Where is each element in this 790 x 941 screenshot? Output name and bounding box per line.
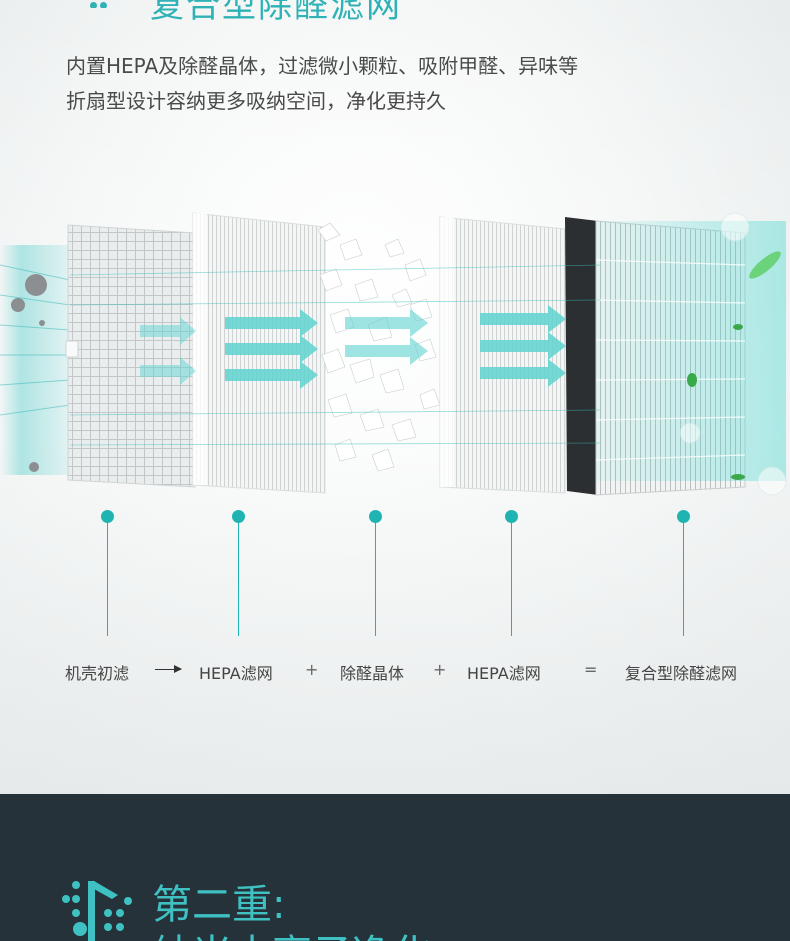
connector-crystal: [369, 510, 382, 636]
airflow-arrows: [140, 305, 566, 389]
connector-hepa-1: [232, 510, 245, 636]
plus-operator-2: +: [433, 660, 447, 679]
section-2-subtitle: 纳米水离子净化: [152, 922, 432, 941]
label-composite-filter: 复合型除醛滤网: [625, 664, 738, 683]
label-hepa-2: HEPA滤网: [467, 664, 541, 683]
headline-dots-icon: [90, 0, 116, 8]
label-housing-prefilter: 机壳初滤: [65, 664, 130, 683]
flow-lines: [69, 264, 601, 446]
equals-operator: =: [584, 660, 598, 679]
water-ion-icon: [62, 881, 132, 941]
description-line-1: 内置HEPA及除醛晶体，过滤微小颗粒、吸附甲醛、异味等: [66, 54, 579, 78]
connector-hepa-2: [505, 510, 518, 636]
airflow-left: [0, 245, 71, 475]
connector-composite: [677, 510, 690, 636]
filter-hepa-2: [439, 216, 566, 494]
label-crystal: 除醛晶体: [340, 664, 405, 683]
filter-housing: [65, 224, 196, 488]
right-arrow-icon: [155, 665, 182, 673]
section-2-band: 第二重: 纳米水离子净化: [0, 794, 790, 941]
connector-housing: [101, 510, 114, 636]
plus-operator-1: +: [305, 660, 319, 679]
filter-composite: [565, 212, 787, 496]
label-hepa-1: HEPA滤网: [199, 664, 273, 683]
filter-showcase: 复合型除醛滤网 内置HEPA及除醛晶体，过滤微小颗粒、吸附甲醛、异味等 折扇型设…: [0, 0, 790, 794]
description-line-2: 折扇型设计容纳更多吸纳空间，净化更持久: [66, 89, 446, 113]
filter-layers-illustration: [0, 212, 787, 496]
section-2-title: 第二重:: [152, 882, 286, 928]
section-title: 复合型除醛滤网: [150, 0, 402, 26]
filter-crystal: [317, 222, 441, 472]
